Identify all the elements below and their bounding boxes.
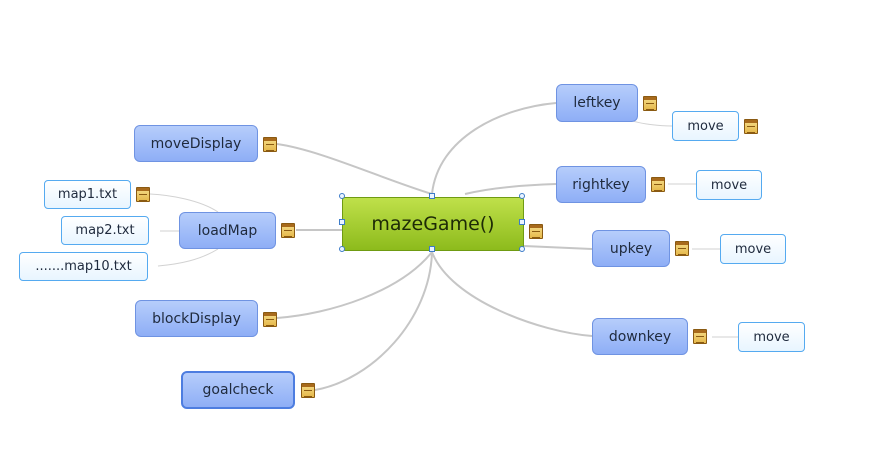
node-leftkey[interactable]: leftkey xyxy=(556,84,638,122)
node-rightkey[interactable]: rightkey xyxy=(556,166,646,203)
leaf-upkey-move[interactable]: move xyxy=(720,234,786,264)
resize-handle-bottom[interactable] xyxy=(429,246,435,252)
node-downkey[interactable]: downkey xyxy=(592,318,688,355)
note-icon[interactable] xyxy=(281,223,295,238)
leaf-map1[interactable]: map1.txt xyxy=(44,180,131,209)
leaf-rightkey-move[interactable]: move xyxy=(696,170,762,200)
node-loadMap[interactable]: loadMap xyxy=(179,212,276,249)
link-map1 xyxy=(149,193,219,213)
resize-handle-top-left[interactable] xyxy=(339,193,345,199)
node-goalcheck[interactable]: goalcheck xyxy=(181,371,295,409)
resize-handle-bottom-right[interactable] xyxy=(519,246,525,252)
note-icon[interactable] xyxy=(675,241,689,256)
root-node[interactable]: mazeGame() xyxy=(342,197,524,251)
node-label: upkey xyxy=(609,240,653,257)
link-leftkey xyxy=(431,102,557,195)
root-label: mazeGame() xyxy=(371,213,495,235)
link-map10 xyxy=(157,248,219,267)
note-icon[interactable] xyxy=(651,177,665,192)
link-downkey xyxy=(431,251,593,337)
node-label: leftkey xyxy=(573,95,621,111)
note-icon[interactable] xyxy=(263,137,277,152)
leaf-label: move xyxy=(687,118,724,134)
link-moveDisplay xyxy=(276,143,433,195)
note-icon[interactable] xyxy=(136,187,150,202)
leaf-label: map1.txt xyxy=(57,187,118,202)
note-icon[interactable] xyxy=(263,312,277,327)
leaf-leftkey-move[interactable]: move xyxy=(672,111,739,141)
link-rightkey xyxy=(464,183,557,195)
leaf-label: .......map10.txt xyxy=(35,259,132,274)
node-label: blockDisplay xyxy=(152,310,241,327)
node-moveDisplay[interactable]: moveDisplay xyxy=(134,125,258,162)
node-label: loadMap xyxy=(197,222,258,239)
leaf-map10[interactable]: .......map10.txt xyxy=(19,252,148,281)
leaf-label: move xyxy=(734,241,772,257)
leaf-label: move xyxy=(753,329,790,345)
node-blockDisplay[interactable]: blockDisplay xyxy=(135,300,258,337)
note-icon[interactable] xyxy=(693,329,707,344)
resize-handle-top[interactable] xyxy=(429,193,435,199)
note-icon[interactable] xyxy=(643,96,657,111)
leaf-downkey-move[interactable]: move xyxy=(738,322,805,352)
node-label: rightkey xyxy=(572,176,630,193)
leaf-label: map2.txt xyxy=(75,223,135,238)
node-label: downkey xyxy=(608,328,672,345)
resize-handle-right[interactable] xyxy=(519,219,525,225)
link-upkey xyxy=(523,245,593,250)
node-upkey[interactable]: upkey xyxy=(592,230,670,267)
link-goalcheck xyxy=(314,251,433,391)
leaf-map2[interactable]: map2.txt xyxy=(61,216,149,245)
link-leftMove xyxy=(629,119,673,127)
leaf-label: move xyxy=(710,177,748,193)
resize-handle-bottom-left[interactable] xyxy=(339,246,345,252)
resize-handle-left[interactable] xyxy=(339,219,345,225)
note-icon[interactable] xyxy=(529,224,543,239)
resize-handle-top-right[interactable] xyxy=(519,193,525,199)
link-blockDisplay xyxy=(276,251,433,319)
node-label: moveDisplay xyxy=(150,135,242,152)
node-label: goalcheck xyxy=(202,382,274,398)
note-icon[interactable] xyxy=(744,119,758,134)
note-icon[interactable] xyxy=(301,383,315,398)
